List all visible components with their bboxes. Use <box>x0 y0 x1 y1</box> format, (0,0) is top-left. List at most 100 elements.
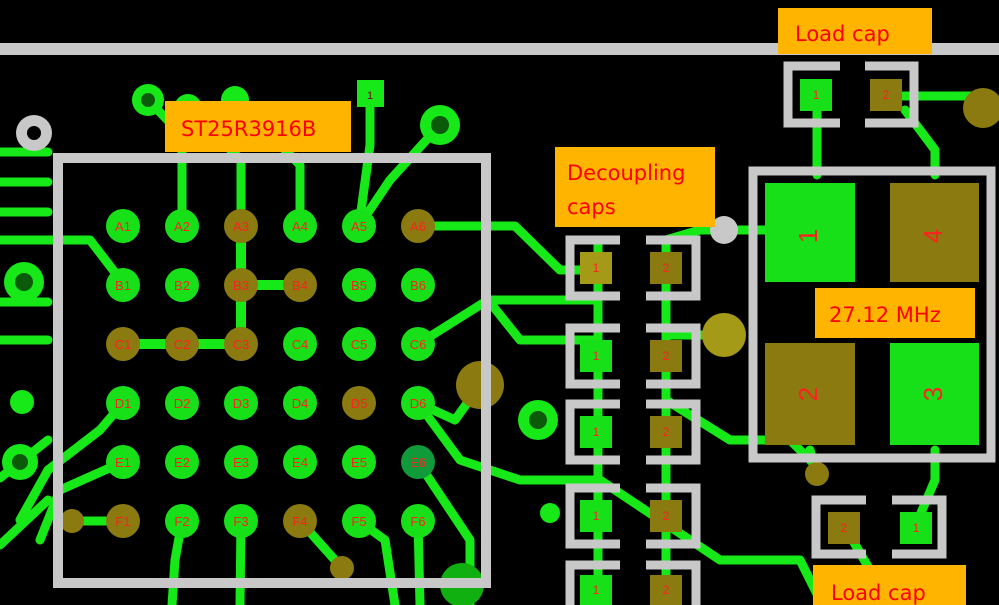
cap-pad <box>580 340 612 372</box>
ic-outline <box>53 153 491 588</box>
bga-pad-label: F6 <box>410 514 425 529</box>
trace <box>354 93 375 231</box>
cap-pad <box>900 512 932 544</box>
load-cap-bottom-box <box>813 565 966 605</box>
bga-pad-e6 <box>401 445 435 479</box>
bga-pad-label: E5 <box>351 455 367 470</box>
cap-pad <box>580 416 612 448</box>
bga-pad-label: B3 <box>233 278 249 293</box>
cap-pad-label: 1 <box>813 88 820 102</box>
bga-pad-label: E6 <box>410 455 426 470</box>
bga-pad-a5 <box>342 209 376 243</box>
trace <box>413 221 603 275</box>
bga-pad-d6 <box>401 386 435 420</box>
cap-pad-label: 2 <box>841 521 848 535</box>
cap-outline <box>565 560 701 605</box>
cap-pad <box>650 340 682 372</box>
cap-pad <box>828 512 860 544</box>
via <box>12 454 28 470</box>
bga-pad-f3 <box>224 504 258 538</box>
trace <box>0 235 128 288</box>
bga-pad-label: C6 <box>410 337 427 352</box>
bga-pad-label: B1 <box>115 278 131 293</box>
bga-pad-c2 <box>165 327 199 361</box>
load-cap-top-box <box>778 8 932 54</box>
ic-label: ST25R3916B <box>181 117 316 141</box>
cap-pad <box>650 500 682 532</box>
cap-pad-label: 2 <box>663 425 670 439</box>
load-cap-top-label: Load cap <box>795 22 890 46</box>
via <box>710 216 738 244</box>
cap-pad-label: 1 <box>913 521 920 535</box>
via <box>27 126 41 140</box>
crystal-pad-3-label: 3 <box>918 387 948 401</box>
bga-pad-d2 <box>165 386 199 420</box>
test-pad-body <box>357 80 384 107</box>
bga-pad-a6 <box>401 209 435 243</box>
crystal-frequency-label: 27.12 MHz <box>829 303 941 327</box>
cap-pad-label: 1 <box>593 349 600 363</box>
cap-pad-label: 2 <box>663 583 670 597</box>
bga-pad-label: B5 <box>351 278 367 293</box>
bga-pad-label: B2 <box>174 278 190 293</box>
crystal-pad-1 <box>765 183 855 282</box>
bga-pad-label: D6 <box>410 396 427 411</box>
via <box>540 503 560 523</box>
trace <box>0 495 53 550</box>
cap-pad <box>580 500 612 532</box>
bga-pad-e2 <box>165 445 199 479</box>
board-edge-line <box>0 43 999 55</box>
crystal-pad-4-label: 4 <box>918 229 948 243</box>
decoupling-label-line2: caps <box>567 195 616 219</box>
crystal-pad-2-label: 2 <box>793 387 823 401</box>
bga-pad-label: B4 <box>292 278 308 293</box>
cap-pad-label: 1 <box>593 261 600 275</box>
cap-pad <box>580 252 612 284</box>
bga-pad-label: A5 <box>351 219 367 234</box>
bga-pad-label: E2 <box>174 455 190 470</box>
bga-pad-b2 <box>165 268 199 302</box>
bga-pad-label: A1 <box>115 219 131 234</box>
cap-pad <box>580 575 612 605</box>
crystal-pad-3 <box>890 343 979 445</box>
bga-pad-label: E3 <box>233 455 249 470</box>
via <box>963 88 999 128</box>
cap-outline <box>811 495 947 559</box>
bga-pad-d3 <box>224 386 258 420</box>
bga-pad-label: E4 <box>292 455 308 470</box>
test-pad-label: 1 <box>367 90 373 102</box>
via <box>10 390 34 414</box>
cap-pad <box>650 252 682 284</box>
bga-pad-f6 <box>401 504 435 538</box>
via <box>456 361 504 409</box>
bga-pad-f2 <box>165 504 199 538</box>
via <box>60 509 84 533</box>
bga-pad-label: E1 <box>115 455 131 470</box>
via <box>805 462 829 486</box>
cap-pad-label: 1 <box>593 425 600 439</box>
bga-pad-label: A2 <box>174 219 190 234</box>
bga-pad-d4 <box>283 386 317 420</box>
bga-pad-f4 <box>283 504 317 538</box>
bga-pad-a4 <box>283 209 317 243</box>
trace <box>354 120 445 231</box>
cap-pad-label: 1 <box>593 509 600 523</box>
bga-pad-label: C1 <box>115 337 132 352</box>
bga-pad-label: A3 <box>233 219 249 234</box>
bga-pad-f1 <box>106 504 140 538</box>
bga-pad-label: F5 <box>351 514 366 529</box>
bga-pad-label: D1 <box>115 396 132 411</box>
cap-pad-label: 1 <box>593 583 600 597</box>
decoupling-label-box <box>555 147 715 227</box>
capacitor-outlines <box>565 61 947 605</box>
bga-pad-a3 <box>224 209 258 243</box>
via <box>141 93 155 107</box>
cap-outline <box>565 483 701 549</box>
cap-pad <box>800 79 832 111</box>
bga-pad-label: D4 <box>292 396 309 411</box>
bga-pad-label: F3 <box>233 514 248 529</box>
bga-pad-c5 <box>342 327 376 361</box>
crystal-frequency-annotation: 27.12 MHz <box>815 288 975 338</box>
bga-pad-label: A6 <box>410 219 426 234</box>
